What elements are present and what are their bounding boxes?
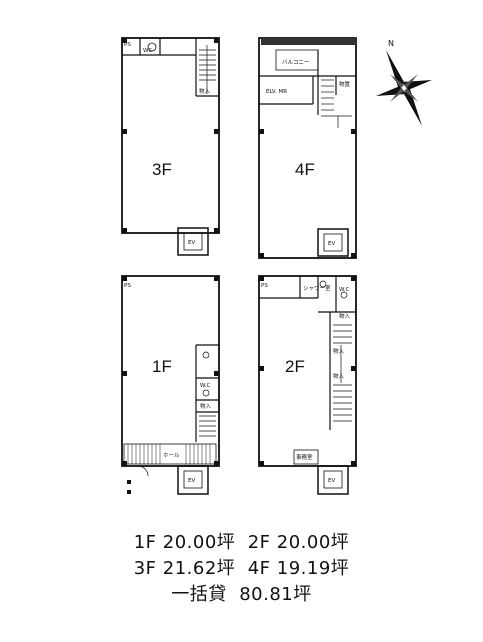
f2-wc-label: W.C xyxy=(339,287,350,293)
area-line-3: 一括貸 80.81坪 xyxy=(171,584,312,605)
floor-1f-label: 1F xyxy=(152,357,172,376)
floor-plans: 3F PS WC 物入 EV 4F バルコニー ELV. MR 物置 EV 1F… xyxy=(121,37,432,495)
floor-2f-plan xyxy=(258,275,357,495)
f1-ps-label: PS xyxy=(124,283,131,289)
f2-storage-label-1: 物入 xyxy=(339,312,351,320)
f3-ps-label: PS xyxy=(124,42,131,48)
f3-ev-label: EV xyxy=(188,240,195,246)
f2-ps-label: PS xyxy=(261,283,268,289)
floor-4f-label: 4F xyxy=(295,160,315,179)
f2-storage-label-3: 物入 xyxy=(333,372,345,380)
f2-shower-label: シャワー室 xyxy=(303,284,331,292)
f2-ev-label: EV xyxy=(328,478,335,484)
f1-wc-label: W.C xyxy=(200,383,211,389)
f2-office-label: 事務室 xyxy=(296,453,313,461)
f1-hall-label: ホール xyxy=(163,452,180,459)
compass-north-label: N xyxy=(388,39,394,48)
f4-balcony-label: バルコニー xyxy=(282,59,309,66)
f3-wc-label: WC xyxy=(143,48,152,54)
f4-warehouse-label: 物置 xyxy=(339,80,351,88)
area-line-1: 1F 20.00坪 2F 20.00坪 xyxy=(133,532,350,553)
f4-ev-label: EV xyxy=(328,241,335,247)
f4-elv-mr-label: ELV. MR xyxy=(266,89,287,95)
f1-ev-label: EV xyxy=(188,478,195,484)
floor-1f-plan xyxy=(121,275,220,495)
floor-3f-plan xyxy=(121,37,220,256)
area-line-2: 3F 21.62坪 4F 19.19坪 xyxy=(133,558,350,579)
f2-storage-label-2: 物入 xyxy=(333,347,345,355)
compass-icon xyxy=(376,50,432,126)
floor-4f-plan xyxy=(258,37,357,259)
floor-2f-label: 2F xyxy=(285,357,305,376)
floor-3f-label: 3F xyxy=(152,160,172,179)
f1-storage-label: 物入 xyxy=(200,402,212,410)
f3-storage-label: 物入 xyxy=(199,87,211,95)
